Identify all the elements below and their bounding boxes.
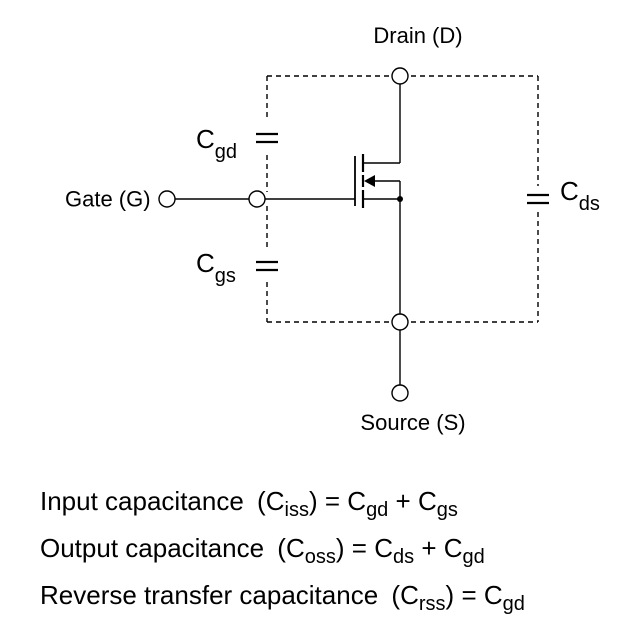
cds-label: Cds xyxy=(560,176,600,215)
source-terminal xyxy=(391,384,409,402)
reverse-transfer-capacitance-formula: Reverse transfer capacitance (Crss) = Cg… xyxy=(40,580,525,615)
source-label: Source (S) xyxy=(360,410,465,435)
capacitor-cds-symbol xyxy=(527,193,549,205)
input-capacitance-formula: Input capacitance (Ciss) = Cgd + Cgs xyxy=(40,486,458,521)
formula-name: Output capacitance xyxy=(40,533,265,563)
output-capacitance-formula: Output capacitance (Coss) = Cds + Cgd xyxy=(40,533,485,568)
drain-terminal xyxy=(391,67,409,85)
source-node xyxy=(391,313,409,331)
capacitance-formulas: Input capacitance (Ciss) = Cgd + Cgs Out… xyxy=(40,478,630,619)
cgd-label: Cgd xyxy=(196,124,237,163)
body-arrow-icon xyxy=(364,175,375,187)
wiring xyxy=(174,84,401,386)
mosfet-symbol xyxy=(354,154,403,208)
gate-node xyxy=(248,190,266,208)
cgs-label: Cgs xyxy=(196,248,236,287)
formula-name: Input capacitance xyxy=(40,486,244,516)
capacitor-cgd-symbol xyxy=(256,132,278,144)
junction-dot xyxy=(397,196,403,202)
formula-name: Reverse transfer capacitance xyxy=(40,580,379,610)
capacitor-cgs-symbol xyxy=(256,260,278,272)
drain-label: Drain (D) xyxy=(373,23,462,48)
gate-label: Gate (G) xyxy=(65,187,151,212)
gate-terminal xyxy=(158,190,176,208)
terminals xyxy=(158,67,409,402)
mosfet-capacitance-diagram: Drain (D) Gate (G) Source (S) Cgd Cgs Cd… xyxy=(65,23,600,435)
